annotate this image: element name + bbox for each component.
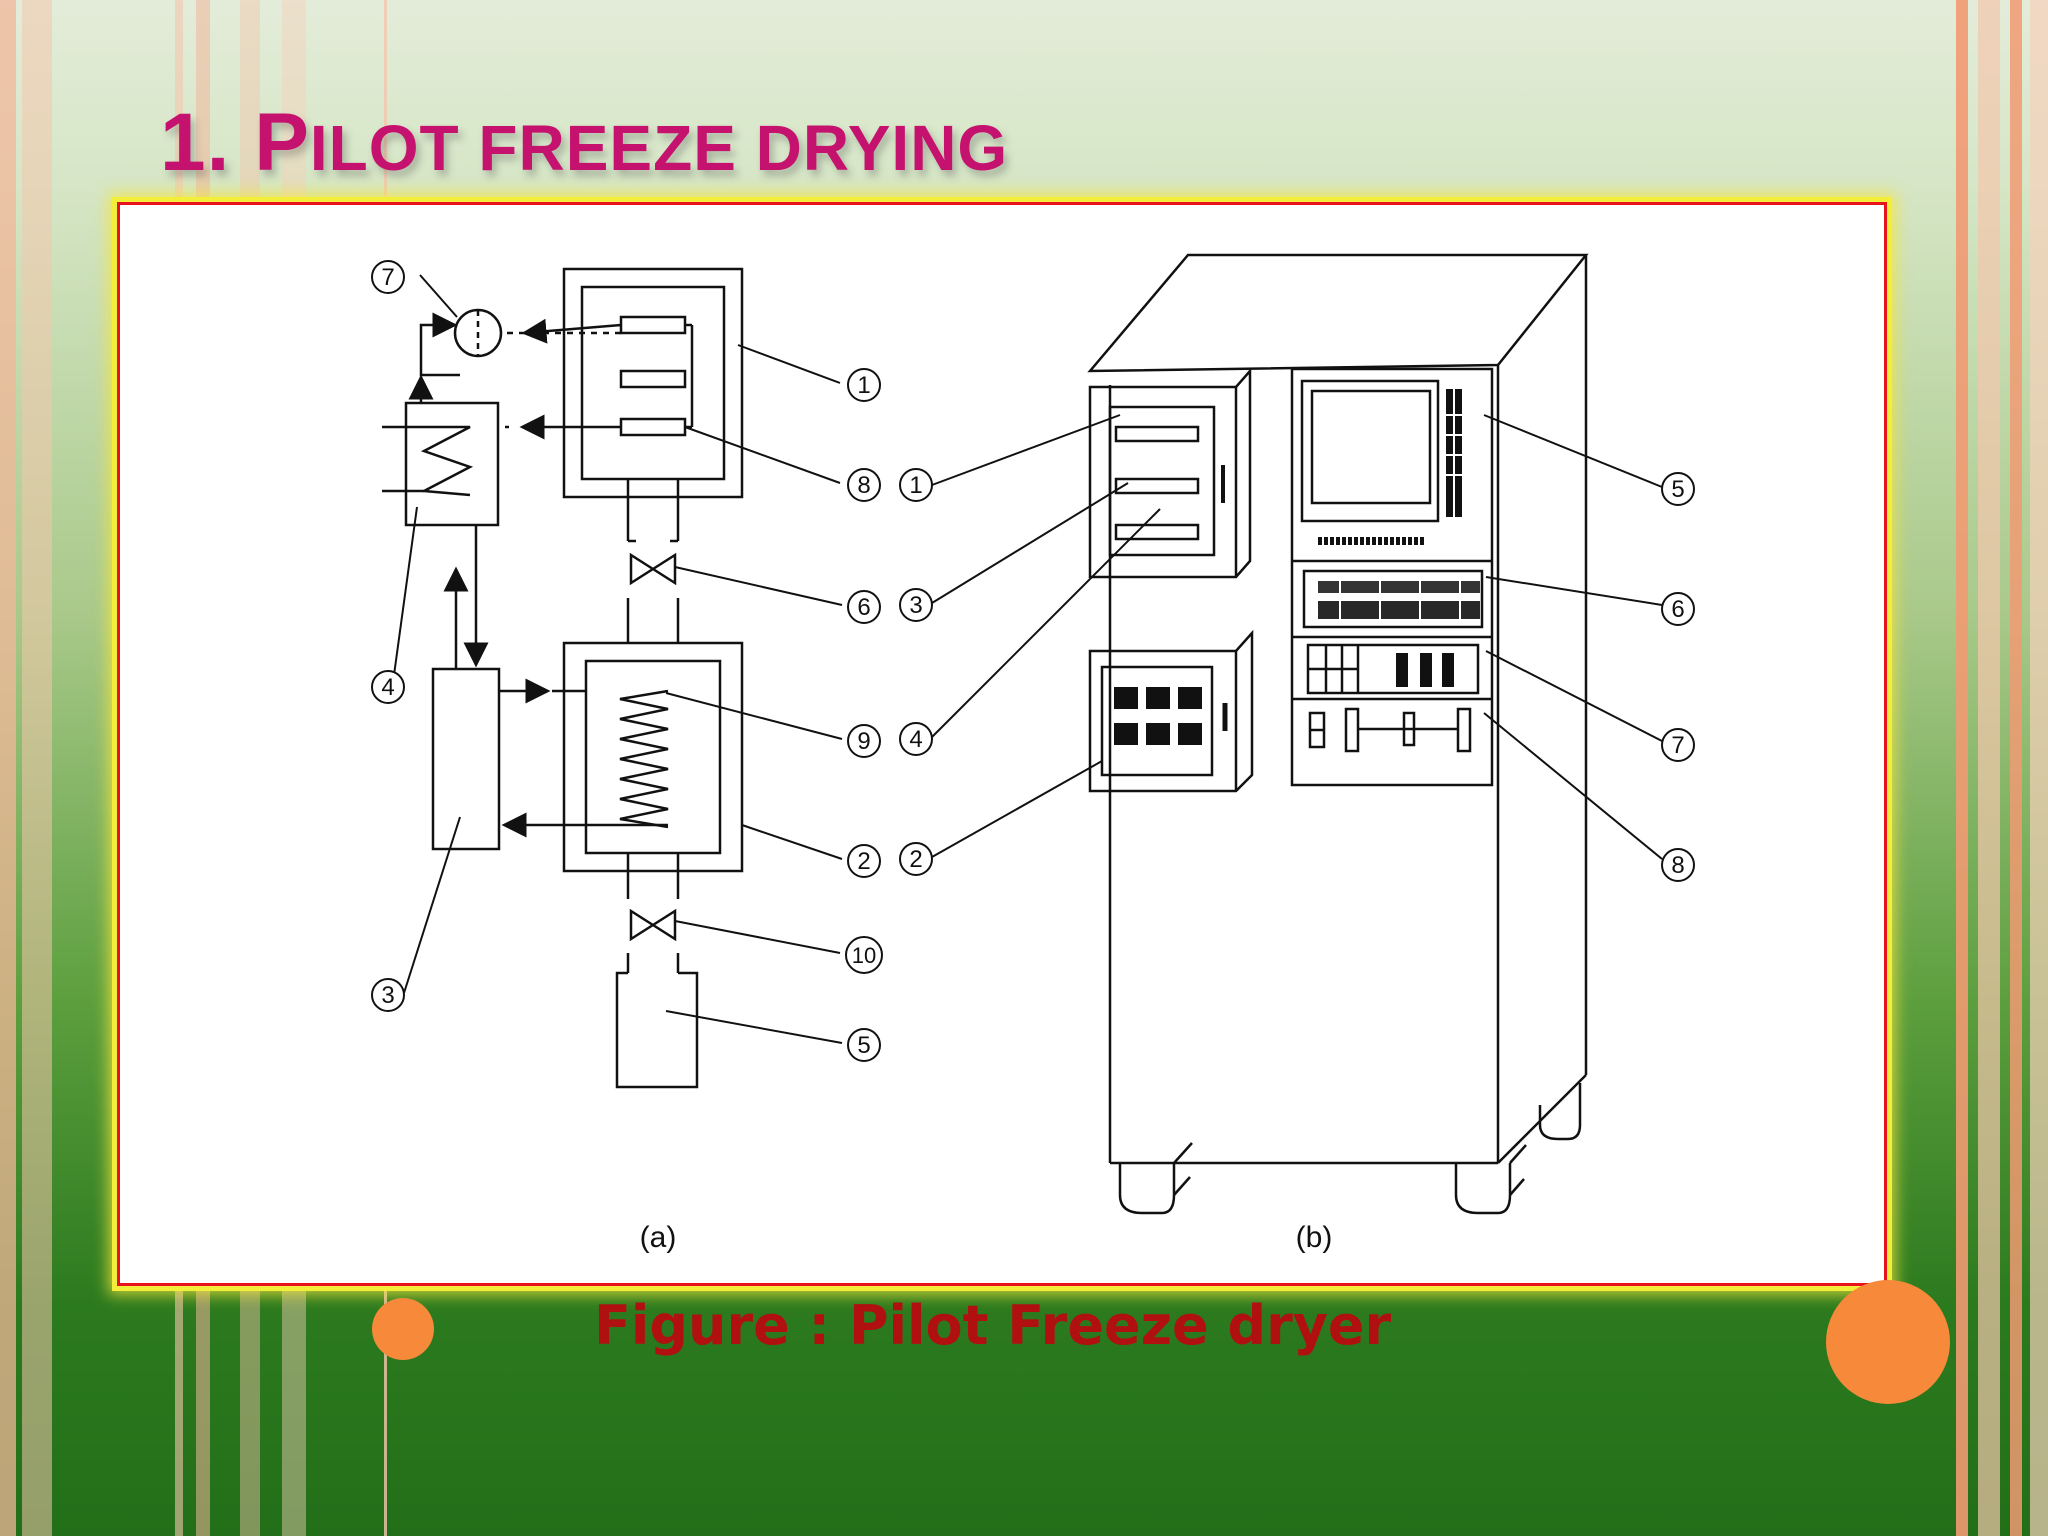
shelf: [619, 315, 687, 335]
shelf: [619, 417, 687, 437]
callout-a-5: [847, 1028, 881, 1062]
decor-orange-dot-large: [1826, 1280, 1950, 1404]
decor-orange-dot-small: [372, 1298, 434, 1360]
callout-a-1: [847, 368, 881, 402]
caster-right: [1454, 1163, 1512, 1215]
decor-stripe-right-1: [1956, 0, 1968, 1536]
drain-vessel: [615, 971, 699, 1089]
callout-b-5: [1661, 472, 1695, 506]
callout-b-8-label: 8: [1671, 852, 1684, 879]
callout-a-8: [847, 468, 881, 502]
callout-a-6: [847, 590, 881, 624]
refrigeration-unit: [431, 667, 501, 851]
callout-b-8: [1661, 848, 1695, 882]
callout-b-2-label: 2: [909, 846, 922, 873]
decor-stripe-left-2: [22, 0, 52, 1536]
slide-title: 1. PILOT FREEZE DRYING: [160, 96, 1008, 190]
callout-a-1-label: 1: [857, 372, 870, 399]
freeze-dryer-diagram: 1 8 6 9 2 10 5 7 4 3 (a): [371, 253, 1695, 1254]
cabinet-door-upper: [1088, 367, 1252, 579]
callout-b-7-label: 7: [1671, 732, 1684, 759]
valve-10: [629, 908, 677, 942]
callout-b-2: [899, 842, 933, 876]
panel-a-label: (a): [640, 1221, 677, 1254]
callout-a-2-label: 2: [857, 848, 870, 875]
valve-6: [629, 552, 677, 586]
callout-a-3-label: 3: [381, 982, 394, 1009]
decor-stripe-right-3: [2010, 0, 2022, 1536]
callout-b-3-label: 3: [909, 592, 922, 619]
callout-a-7: [371, 260, 405, 294]
panel-b-label: (b): [1296, 1221, 1333, 1254]
title-initial: P: [254, 97, 310, 188]
caster-left: [1118, 1163, 1176, 1215]
shelf: [619, 369, 687, 389]
callout-b-6: [1661, 592, 1695, 626]
panel-b-cabinet: [931, 253, 1663, 1215]
panel-6: [1302, 569, 1484, 629]
callout-a-4: [371, 670, 405, 704]
heat-exchanger: [404, 401, 500, 527]
decor-stripe-right-4: [2030, 0, 2048, 1536]
panel-b-callouts: [899, 468, 1695, 882]
callout-a-10-label: 10: [852, 943, 876, 968]
panel-a-schematic: [382, 267, 843, 1089]
callout-b-4-label: 4: [909, 726, 922, 753]
callout-a-9: [847, 724, 881, 758]
figure-frame: 1 8 6 9 2 10 5 7 4 3 (a): [117, 202, 1887, 1286]
callout-b-5-label: 5: [1671, 476, 1684, 503]
decor-stripe-left-1: [0, 0, 16, 1536]
callout-a-6-label: 6: [857, 594, 870, 621]
callout-a-2: [847, 844, 881, 878]
callout-b-1: [899, 468, 933, 502]
callout-b-1-label: 1: [909, 472, 922, 499]
callout-b-6-label: 6: [1671, 596, 1684, 623]
cabinet-box-lower: [1088, 629, 1254, 793]
condenser-coil: [619, 689, 669, 829]
callout-a-9-label: 9: [857, 728, 870, 755]
condenser: [562, 641, 744, 873]
decor-stripe-right-2: [1978, 0, 2000, 1536]
title-rest: ILOT FREEZE DRYING: [309, 112, 1009, 184]
callout-a-5-label: 5: [857, 1032, 870, 1059]
caster-back: [1538, 1083, 1582, 1141]
callout-a-8-label: 8: [857, 472, 870, 499]
callout-a-3: [371, 978, 405, 1012]
callout-b-3: [899, 588, 933, 622]
callout-a-7-label: 7: [381, 264, 394, 291]
drying-chamber: [562, 267, 744, 499]
callout-b-7: [1661, 728, 1695, 762]
callout-a-10: [845, 936, 883, 974]
panel-b-controls: [1114, 389, 1480, 745]
panel-a-callouts: [371, 260, 883, 1062]
figure-caption: Figure : Pilot Freeze dryer: [594, 1294, 1392, 1357]
callout-b-4: [899, 722, 933, 756]
title-number: 1.: [160, 97, 231, 188]
callout-a-4-label: 4: [381, 674, 394, 701]
monitor: [1300, 379, 1440, 523]
